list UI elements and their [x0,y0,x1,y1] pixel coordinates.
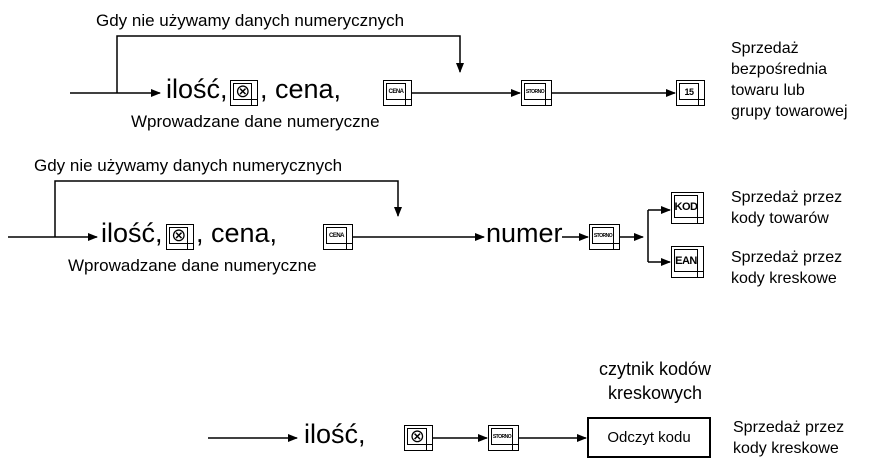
flow2-lines [8,180,671,266]
flow3-scan-box: Odczyt kodu [587,417,711,458]
flow1-bypass-label: Gdy nie używamy danych numerycznych [96,11,405,30]
flow1-input-label: Wprowadzane dane numeryczne [131,112,380,131]
flow2-numer-text: numer [486,218,563,248]
flow2-price-text: , cena, [196,218,278,248]
multiply-icon: ⊗ [233,81,252,101]
flow2-multiply-key: ⊗ [166,224,194,250]
flow1-lines [70,35,676,97]
flow2-input-label: Wprowadzane dane numeryczne [68,256,317,275]
flow3-scanner-label: czytnik kodów kreskowych [598,359,712,403]
multiply-icon: ⊗ [407,426,427,446]
flow2-qty-text: ilość, [101,218,163,248]
flow2-storno-key: STORNO [589,224,620,250]
flow3-qty-text: ilość, [304,419,366,449]
flow1-qty-text: ilość, [166,74,228,104]
flow1-storno-key: STORNO [521,80,552,106]
multiply-icon: ⊗ [169,225,188,245]
flow2-result-ean: Sprzedaż przez kody kreskowe [731,249,843,287]
flow1-dept-key: 15 [676,80,705,106]
flow2-cena-key: CENA [323,224,353,250]
flow1-price-text: , cena, [260,74,342,104]
flow2-bypass-line [54,180,402,237]
flow1-bypass-line [116,35,464,93]
flow3-result: Sprzedaż przez kody kreskowe [733,419,845,457]
flow1-result: Sprzedaż bezpośrednia towaru lub grupy t… [731,40,848,120]
flow3-storno-key: STORNO [488,425,519,451]
flow2-ean-key: EAN [671,246,704,278]
flow2-result-kod: Sprzedaż przez kody towarów [731,189,843,227]
flow2-kod-key: KOD [671,192,704,224]
flow3-multiply-key: ⊗ [404,425,433,451]
flow1-multiply-key: ⊗ [230,80,258,106]
flow2-bypass-label: Gdy nie używamy danych numerycznych [34,156,343,175]
flow1-cena-key: CENA [383,80,412,106]
